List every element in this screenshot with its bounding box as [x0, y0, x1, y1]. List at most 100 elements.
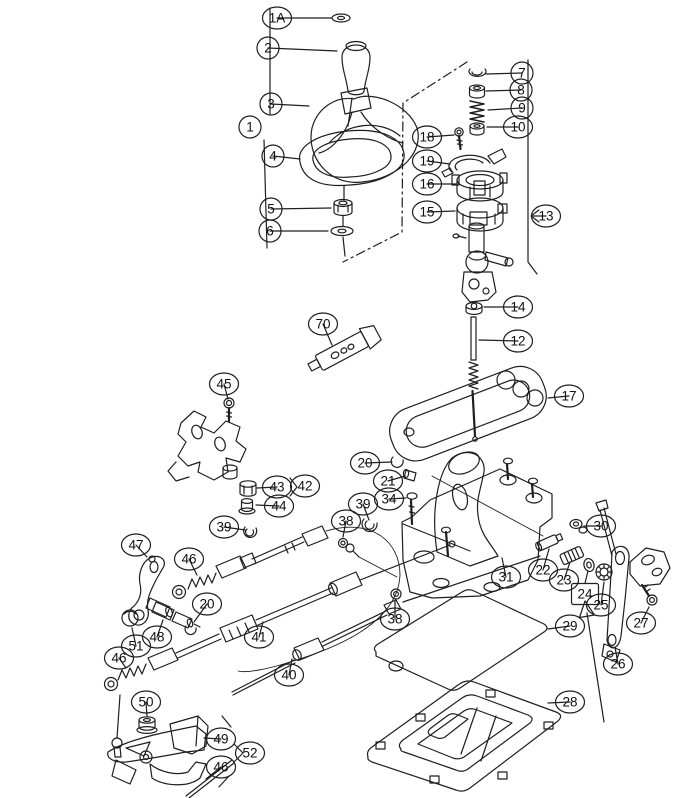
callout-49-49[interactable]: 49	[205, 727, 237, 751]
callout-7-7[interactable]: 7	[510, 61, 534, 85]
callout-2-1[interactable]: 2	[256, 36, 280, 60]
callout-52-50[interactable]: 52	[234, 741, 266, 765]
callout-39-29[interactable]: 39	[208, 515, 240, 539]
callout-circle-4[interactable]	[261, 144, 285, 168]
callout-44-26[interactable]: 44	[263, 494, 295, 518]
callout-circle-47[interactable]	[120, 533, 152, 557]
callout-46-35[interactable]: 46	[103, 646, 135, 670]
callout-circle-41[interactable]	[243, 625, 275, 649]
callout-26-46[interactable]: 26	[602, 652, 634, 676]
callout-circle-46[interactable]	[103, 646, 135, 670]
callout-circle-9[interactable]	[510, 96, 534, 120]
callout-21-22[interactable]: 21	[372, 469, 404, 493]
callout-48-33[interactable]: 48	[141, 625, 173, 649]
callout-circle-42[interactable]	[289, 474, 321, 498]
callout-17-18[interactable]: 17	[553, 384, 585, 408]
callout-circle-45[interactable]	[208, 372, 240, 396]
callout-46-31[interactable]: 46	[173, 547, 205, 571]
callout-20-32[interactable]: 20	[191, 592, 223, 616]
callout-circle-44[interactable]	[263, 494, 295, 518]
callout-circle-39[interactable]	[347, 492, 379, 516]
callout-circle-15[interactable]	[411, 200, 443, 224]
callout-12-17[interactable]: 12	[502, 329, 534, 353]
callout-20-21[interactable]: 20	[349, 451, 381, 475]
callout-circle-38[interactable]	[330, 509, 362, 533]
callout-circle-21[interactable]	[372, 469, 404, 493]
callout-28-47[interactable]: 28	[554, 690, 586, 714]
callout-circle-46[interactable]	[173, 547, 205, 571]
callout-circle-20[interactable]	[191, 592, 223, 616]
callout-15-14[interactable]: 15	[411, 200, 443, 224]
callout-41-36[interactable]: 41	[243, 625, 275, 649]
callout-23-41[interactable]: 23	[548, 568, 580, 592]
callout-circle-18[interactable]	[411, 125, 443, 149]
callout-14-16[interactable]: 14	[502, 295, 534, 319]
callout-circle-12[interactable]	[502, 329, 534, 353]
callout-circle-52[interactable]	[234, 741, 266, 765]
callout-circle-51[interactable]	[120, 634, 152, 658]
callout-13-15[interactable]: 13	[530, 204, 562, 228]
callout-circle-29[interactable]	[554, 614, 586, 638]
callout-47-30[interactable]: 47	[120, 533, 152, 557]
callout-30-43[interactable]: 30	[585, 514, 617, 538]
callout-29-44[interactable]: 29	[554, 614, 586, 638]
callout-circle-38[interactable]	[379, 607, 411, 631]
callout-circle-14[interactable]	[502, 295, 534, 319]
callout-39-27[interactable]: 39	[347, 492, 379, 516]
callout-50-48[interactable]: 50	[130, 690, 162, 714]
callout-circle-13[interactable]	[530, 204, 562, 228]
callout-circle-1A[interactable]	[261, 6, 293, 30]
callout-38-38[interactable]: 38	[379, 607, 411, 631]
callout-16-13[interactable]: 16	[411, 172, 443, 196]
callout-38-28[interactable]: 38	[330, 509, 362, 533]
callout-circle-49[interactable]	[205, 727, 237, 751]
callout-10-10[interactable]: 10	[502, 115, 534, 139]
callout-circle-19[interactable]	[411, 149, 443, 173]
callout-circle-26[interactable]	[602, 652, 634, 676]
callout-circle-8[interactable]	[509, 78, 533, 102]
callout-circle-43[interactable]	[261, 475, 293, 499]
callout-1-3[interactable]: 1	[238, 115, 262, 139]
callout-circle-10[interactable]	[502, 115, 534, 139]
callout-circle-7[interactable]	[510, 61, 534, 85]
callout-1A-0[interactable]: 1A	[261, 6, 293, 30]
callout-3-2[interactable]: 3	[259, 92, 283, 116]
callout-46-51[interactable]: 46	[205, 755, 237, 779]
callout-circle-31[interactable]	[490, 565, 522, 589]
callout-8-8[interactable]: 8	[509, 78, 533, 102]
callout-9-9[interactable]: 9	[510, 96, 534, 120]
callout-circle-34[interactable]	[373, 487, 405, 511]
callout-43-24[interactable]: 43	[261, 475, 293, 499]
callout-circle-23[interactable]	[548, 568, 580, 592]
callout-4-4[interactable]: 4	[261, 144, 285, 168]
callout-circle-70[interactable]	[307, 312, 339, 336]
callout-18-11[interactable]: 18	[411, 125, 443, 149]
callout-circle-20[interactable]	[349, 451, 381, 475]
callout-31-39[interactable]: 31	[490, 565, 522, 589]
callout-label-26: 26	[610, 657, 625, 672]
callout-circle-16[interactable]	[411, 172, 443, 196]
callout-27-45[interactable]: 27	[625, 611, 657, 635]
highlight-box-24[interactable]	[570, 582, 600, 606]
callout-circle-27[interactable]	[625, 611, 657, 635]
callout-circle-46[interactable]	[205, 755, 237, 779]
callout-circle-40[interactable]	[273, 663, 305, 687]
callout-51-34[interactable]: 51	[120, 634, 152, 658]
callout-19-12[interactable]: 19	[411, 149, 443, 173]
callout-6-6[interactable]: 6	[258, 219, 282, 243]
callout-circle-50[interactable]	[130, 690, 162, 714]
callout-circle-3[interactable]	[259, 92, 283, 116]
callout-70-19[interactable]: 70	[307, 312, 339, 336]
callout-circle-39[interactable]	[208, 515, 240, 539]
callout-circle-6[interactable]	[258, 219, 282, 243]
callout-circle-17[interactable]	[553, 384, 585, 408]
callout-circle-1[interactable]	[238, 115, 262, 139]
callout-45-20[interactable]: 45	[208, 372, 240, 396]
callout-circle-48[interactable]	[141, 625, 173, 649]
callout-40-37[interactable]: 40	[273, 663, 305, 687]
callout-circle-2[interactable]	[256, 36, 280, 60]
callout-circle-28[interactable]	[554, 690, 586, 714]
callout-circle-30[interactable]	[585, 514, 617, 538]
callout-42-25[interactable]: 42	[289, 474, 321, 498]
callout-34-23[interactable]: 34	[373, 487, 405, 511]
